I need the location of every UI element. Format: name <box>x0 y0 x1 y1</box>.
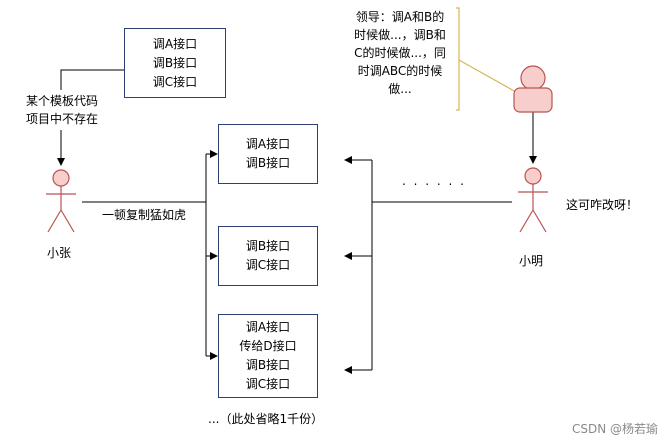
api-combo-box-3: 调A接口 传给D接口 调B接口 调C接口 <box>218 314 318 398</box>
copy-label: 一顿复制猛如虎 <box>102 208 187 222</box>
xiaoming-actor-icon <box>518 167 548 233</box>
template-line-3: 调C接口 <box>152 74 198 89</box>
xiaoming-label: 小明 <box>519 254 544 268</box>
leader-note-line-5: 做... <box>388 82 412 96</box>
api-combo-box-2: 调B接口 调C接口 <box>218 226 318 286</box>
leader-note-line-4: 时调ABC的时候 <box>357 64 443 78</box>
api-box2-line-2: 调C接口 <box>245 258 291 272</box>
callout-pointer <box>458 59 517 93</box>
leader-note-line-3: C的时候做...，同 <box>354 46 446 60</box>
leader-callout: 领导：调A和B的 时候做...，调B和 C的时候做...，同 时调ABC的时候 … <box>346 8 454 98</box>
api-box2-line-1: 调B接口 <box>245 239 291 253</box>
api-box3-line-4: 调C接口 <box>245 377 291 391</box>
leader-note-line-1: 领导：调A和B的 <box>355 10 445 24</box>
api-box1-line-2: 调B接口 <box>245 156 291 170</box>
ellipsis-dots: . . . . . . <box>402 174 466 188</box>
api-box3-line-1: 调A接口 <box>245 320 291 334</box>
watermark: CSDN @杨若瑜 <box>571 422 658 436</box>
template-code-box: 调A接口 调B接口 调C接口 <box>124 28 226 98</box>
callout-bracket <box>456 7 460 111</box>
api-box3-line-2: 传给D接口 <box>239 339 297 353</box>
template-line-1: 调A接口 <box>152 36 198 51</box>
xiaozhang-actor-icon <box>46 169 76 233</box>
xiaozhang-label: 小张 <box>47 246 72 260</box>
api-box1-line-1: 调A接口 <box>245 137 291 151</box>
omitted-note: ...（此处省略1千份） <box>208 412 324 426</box>
missing-line-2: 项目中不存在 <box>25 112 98 126</box>
leader-note-line-2: 时候做...，调B和 <box>354 28 446 42</box>
template-to-xiaozhang-arrow <box>61 69 124 165</box>
api-box3-line-3: 调B接口 <box>245 358 291 372</box>
template-line-2: 调B接口 <box>152 55 198 70</box>
missing-template-label: 某个模板代码 项目中不存在 <box>20 92 104 128</box>
missing-line-1: 某个模板代码 <box>25 94 98 108</box>
complaint-label: 这可咋改呀！ <box>566 198 639 212</box>
api-combo-box-1: 调A接口 调B接口 <box>218 124 318 184</box>
leader-actor-icon <box>513 65 553 113</box>
